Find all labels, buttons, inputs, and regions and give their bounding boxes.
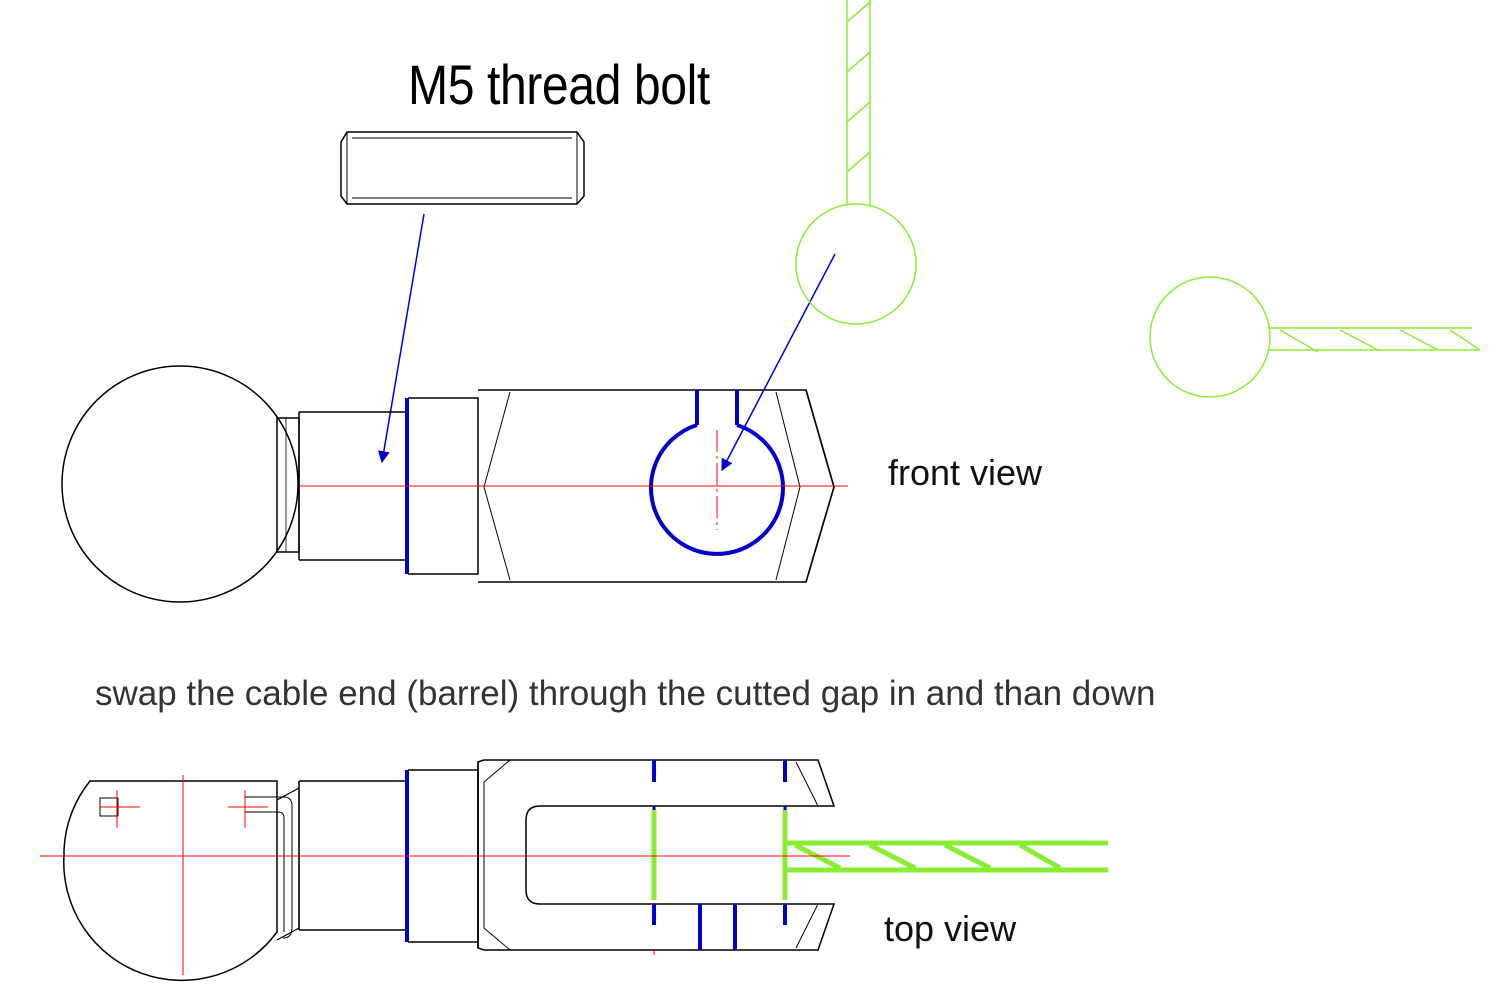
bolt-title: M5 thread bolt — [408, 53, 710, 116]
top-view-cable — [651, 810, 1108, 900]
cable-barrel-horizontal — [1149, 276, 1481, 398]
front-view-highlights — [405, 390, 785, 574]
m5-bolt — [340, 131, 585, 205]
bolt-pointer-arrow — [377, 213, 425, 464]
front-view-part — [61, 365, 835, 603]
barrel-pointer-arrow — [721, 253, 836, 472]
front-view-label: front view — [888, 452, 1043, 493]
front-view-centerlines — [299, 430, 848, 530]
top-view-centerlines — [40, 775, 850, 975]
cable-barrel-vertical — [795, 0, 917, 325]
instruction-text: swap the cable end (barrel) through the … — [95, 674, 1156, 713]
top-view-highlights — [405, 760, 787, 950]
top-view-label: top view — [884, 908, 1017, 949]
top-view-part — [63, 759, 836, 982]
